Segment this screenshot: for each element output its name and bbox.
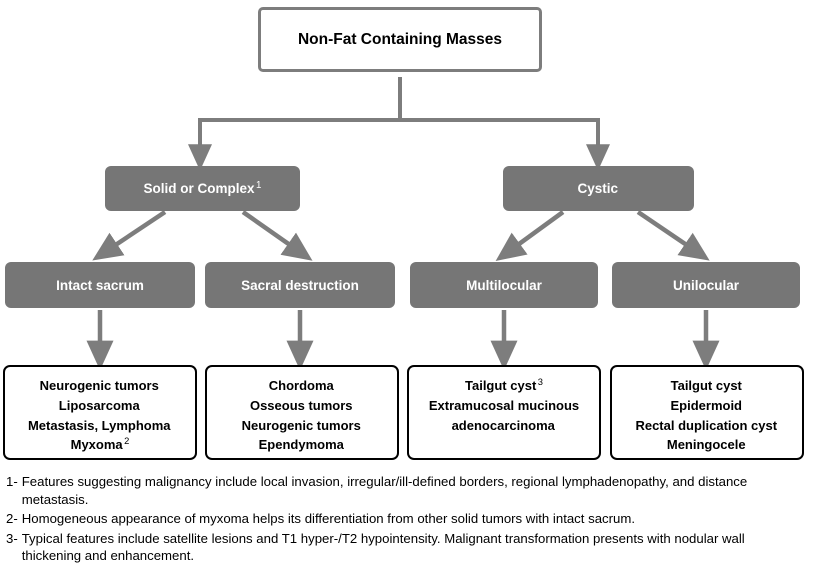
superscript-marker [171,416,173,426]
list-item: Chordoma [268,377,336,393]
superscript-marker: 1 [256,179,262,191]
list-item: Osseous tumors [249,396,355,413]
list-item: Tailgut cyst [670,377,744,393]
edge-cystic-to-multilocular [495,210,565,261]
footnote-1-text: Features suggesting malignancy include l… [21,474,748,507]
list-item: Epidermoid [670,396,744,413]
footnote-2: 2- Homogeneous appearance of myxoma help… [6,510,807,528]
footnote-1: 1- Features suggesting malignancy includ… [6,473,807,508]
node-cystic[interactable]: Cystic [503,166,694,211]
footnote-2-text: Homogeneous appearance of myxoma helps i… [21,511,636,527]
node-multilocular-label: Multilocular [466,277,542,293]
leaf-box-unilocular[interactable]: Tailgut cyst Epidermoid Rectal duplicati… [610,365,804,460]
list-item: Extramucosal mucinous adenocarcinoma [428,397,580,433]
superscript-marker [746,436,748,446]
footnote-3: 3- Typical features include satellite le… [6,530,807,565]
superscript-marker: 3 [537,376,543,387]
superscript-marker [555,416,557,426]
node-intact-sacrum[interactable]: Intact sacrum [5,262,195,308]
node-root-label: Non-Fat Containing Masses [297,30,503,48]
footnotes-section: 1- Features suggesting malignancy includ… [0,470,813,567]
edge-root-to-solid [188,77,402,171]
connector-layer [86,77,720,371]
leaf-box-sacral-destruction[interactable]: Chordoma Osseous tumors Neurogenic tumor… [205,365,399,460]
node-unilocular[interactable]: Unilocular [612,262,800,308]
superscript-marker [777,416,779,426]
list-item: Rectal duplication cyst [635,416,779,433]
node-root[interactable]: Non-Fat Containing Masses [258,7,542,72]
node-cystic-label: Cystic [577,181,619,196]
node-unilocular-label: Unilocular [672,277,739,293]
list-item: Neurogenic tumors [39,377,161,393]
superscript-marker [344,436,346,446]
node-multilocular[interactable]: Multilocular [410,262,598,308]
list-item: Neurogenic tumors [241,416,363,433]
node-intact-sacrum-label: Intact sacrum [56,277,144,293]
footnote-3-marker: 3- [6,530,18,546]
node-sacral-destruction-label: Sacral destruction [241,277,359,293]
node-sacral-destruction[interactable]: Sacral destruction [205,262,395,308]
superscript-marker [334,377,336,387]
list-item: Meningocele [666,436,748,453]
edge-root-to-cystic [398,77,611,171]
superscript-marker [159,377,161,387]
list-item: Metastasis, Lymphoma [27,416,173,433]
superscript-marker [742,377,744,387]
footnote-2-marker: 2- [6,511,18,527]
superscript-marker [140,396,142,406]
list-item: Liposarcoma [58,396,142,413]
footnote-1-marker: 1- [6,474,18,489]
edge-cystic-to-unilocular [636,210,710,261]
superscript-marker [618,180,620,191]
list-item: Ependymoma [258,436,346,453]
leaf-box-intact-sacrum[interactable]: Neurogenic tumors Liposarcoma Metastasis… [3,365,197,460]
edge-solid-to-intact-sacrum [92,210,167,261]
superscript-marker: 2 [124,435,130,446]
flowchart-diagram: Non-Fat Containing Masses Solid or Compl… [3,7,804,460]
superscript-marker [361,416,363,426]
superscript-marker [742,396,744,406]
superscript-marker [353,396,355,406]
edge-solid-to-sacral-destruction [241,210,313,261]
footnote-3-text: Typical features include satellite lesio… [21,530,745,564]
